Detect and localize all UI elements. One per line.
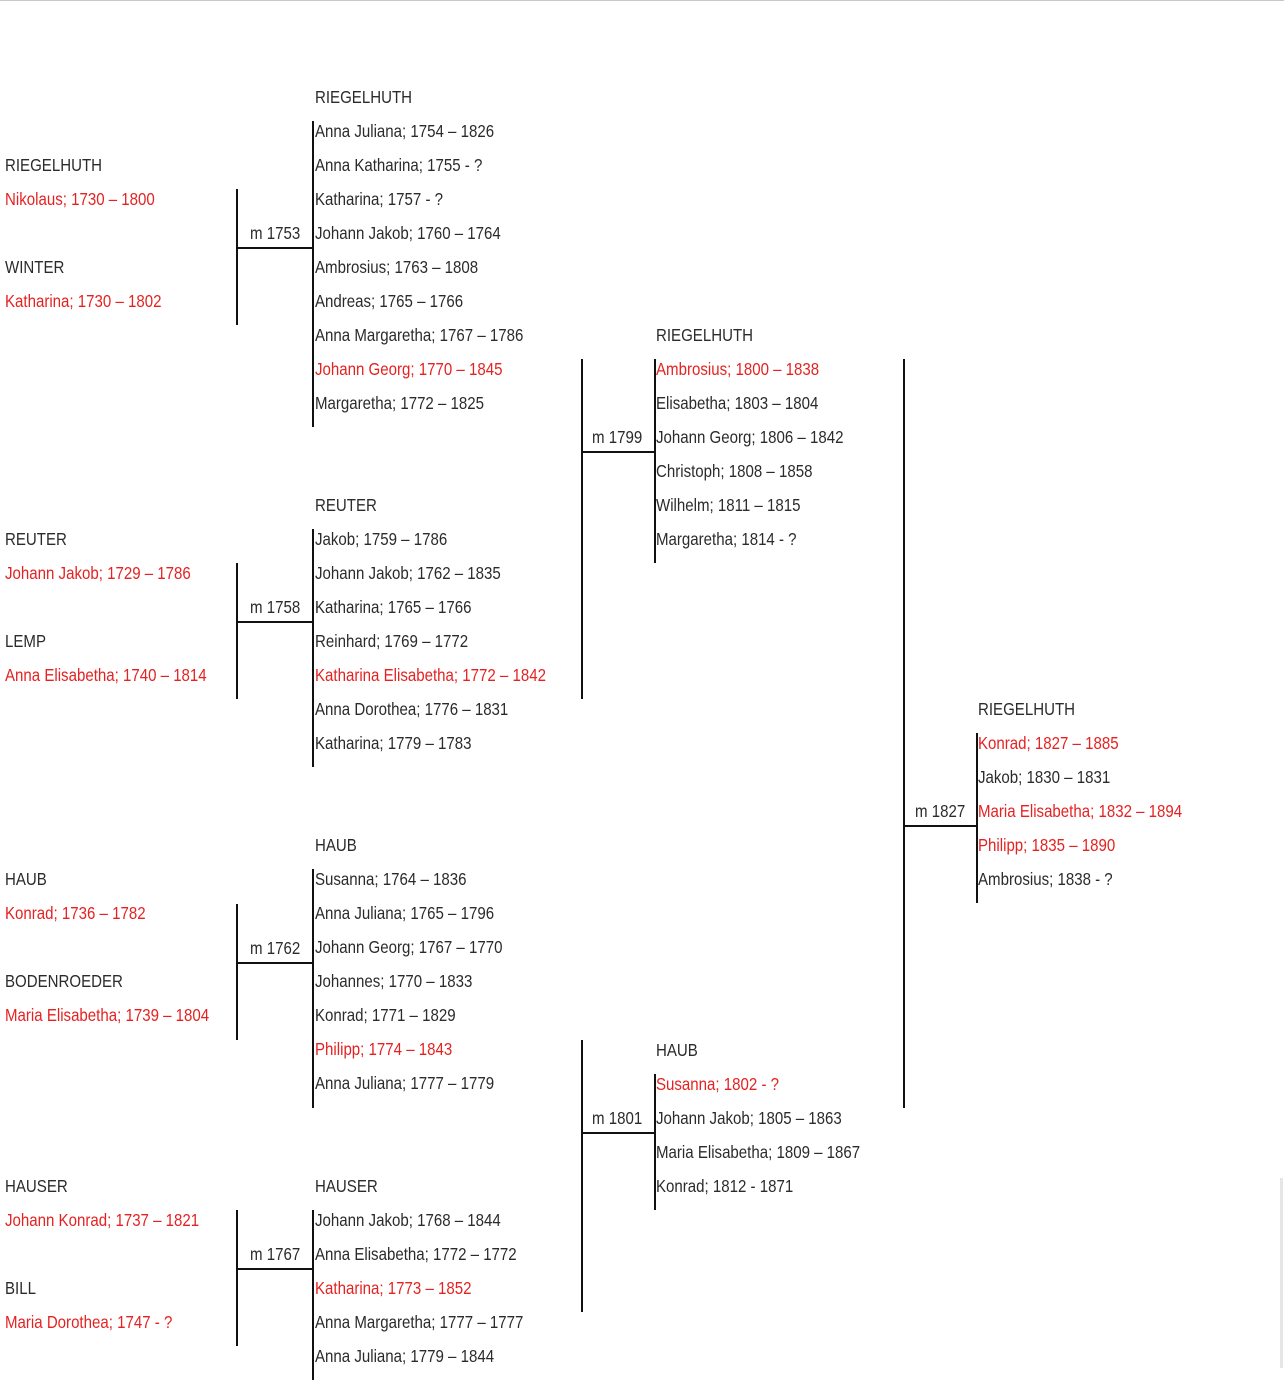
partner-surname: BODENROEDER xyxy=(5,971,123,991)
children-surname: RIEGELHUTH xyxy=(978,699,1076,719)
marriage-year-label: m 1767 xyxy=(250,1244,301,1264)
child-entry: Margaretha; 1772 – 1825 xyxy=(315,393,485,413)
child-entry: Jakob; 1830 – 1831 xyxy=(978,767,1111,787)
marriage-year-label: m 1799 xyxy=(592,427,643,447)
marriage-bracket-line xyxy=(236,563,238,699)
children-surname: HAUSER xyxy=(315,1176,378,1196)
child-entry: Elisabetha; 1803 – 1804 xyxy=(656,393,819,413)
children-surname: HAUB xyxy=(315,835,357,855)
children-bracket-line xyxy=(312,869,314,1108)
marriage-year-label: m 1753 xyxy=(250,223,301,243)
child-entry: Katharina; 1757 - ? xyxy=(315,189,444,209)
marriage-connector-line xyxy=(237,1268,313,1270)
child-entry: Anna Margaretha; 1777 – 1777 xyxy=(315,1312,524,1332)
children-surname: REUTER xyxy=(315,495,377,515)
child-entry: Katharina; 1779 – 1783 xyxy=(315,733,472,753)
marriage-bracket-line xyxy=(236,189,238,325)
child-entry: Anna Elisabetha; 1772 – 1772 xyxy=(315,1244,517,1264)
children-surname: RIEGELHUTH xyxy=(656,325,754,345)
child-entry: Anna Margaretha; 1767 – 1786 xyxy=(315,325,524,345)
child-entry: Konrad; 1827 – 1885 xyxy=(978,733,1119,753)
partner-name: Maria Elisabetha; 1739 – 1804 xyxy=(5,1005,210,1025)
marriage-year-label: m 1827 xyxy=(915,801,966,821)
marriage-bracket-line xyxy=(581,1040,583,1312)
children-surname: HAUB xyxy=(656,1040,698,1060)
marriage-year-label: m 1762 xyxy=(250,938,301,958)
partner-surname: LEMP xyxy=(5,631,46,651)
child-entry: Anna Juliana; 1777 – 1779 xyxy=(315,1073,495,1093)
children-bracket-line xyxy=(312,529,314,767)
child-entry: Anna Juliana; 1754 – 1826 xyxy=(315,121,495,141)
child-entry: Konrad; 1771 – 1829 xyxy=(315,1005,456,1025)
partner-surname: REUTER xyxy=(5,529,67,549)
marriage-connector-line xyxy=(237,962,313,964)
marriage-bracket-line xyxy=(581,359,583,699)
marriage-connector-line xyxy=(237,247,313,249)
children-bracket-line xyxy=(312,121,314,427)
child-entry: Philipp; 1774 – 1843 xyxy=(315,1039,453,1059)
top-border xyxy=(0,0,1284,1)
child-entry: Johann Georg; 1806 – 1842 xyxy=(656,427,844,447)
partner-name: Johann Konrad; 1737 – 1821 xyxy=(5,1210,200,1230)
child-entry: Anna Juliana; 1765 – 1796 xyxy=(315,903,495,923)
child-entry: Katharina Elisabetha; 1772 – 1842 xyxy=(315,665,546,685)
marriage-bracket-line xyxy=(903,359,905,1108)
marriage-connector-line xyxy=(237,621,313,623)
partner-name: Anna Elisabetha; 1740 – 1814 xyxy=(5,665,207,685)
partner-name: Johann Jakob; 1729 – 1786 xyxy=(5,563,191,583)
child-entry: Ambrosius; 1800 – 1838 xyxy=(656,359,820,379)
partner-name: Konrad; 1736 – 1782 xyxy=(5,903,146,923)
child-entry: Anna Katharina; 1755 - ? xyxy=(315,155,483,175)
children-bracket-line xyxy=(654,359,656,563)
child-entry: Konrad; 1812 - 1871 xyxy=(656,1176,794,1196)
partner-surname: WINTER xyxy=(5,257,65,277)
child-entry: Wilhelm; 1811 – 1815 xyxy=(656,495,801,515)
child-entry: Johann Jakob; 1805 – 1863 xyxy=(656,1108,842,1128)
marriage-year-label: m 1758 xyxy=(250,597,301,617)
marriage-bracket-line xyxy=(236,1210,238,1346)
child-entry: Ambrosius; 1763 – 1808 xyxy=(315,257,479,277)
child-entry: Maria Elisabetha; 1832 – 1894 xyxy=(978,801,1183,821)
marriage-connector-line xyxy=(904,825,977,827)
marriage-connector-line xyxy=(582,451,655,453)
child-entry: Katharina; 1765 – 1766 xyxy=(315,597,472,617)
partner-surname: HAUSER xyxy=(5,1176,68,1196)
child-entry: Johann Georg; 1767 – 1770 xyxy=(315,937,503,957)
child-entry: Johann Georg; 1770 – 1845 xyxy=(315,359,503,379)
partner-surname: BILL xyxy=(5,1278,36,1298)
partner-surname: HAUB xyxy=(5,869,47,889)
partner-name: Maria Dorothea; 1747 - ? xyxy=(5,1312,173,1332)
children-bracket-line xyxy=(654,1074,656,1210)
child-entry: Philipp; 1835 – 1890 xyxy=(978,835,1116,855)
child-entry: Ambrosius; 1838 - ? xyxy=(978,869,1113,889)
child-entry: Susanna; 1802 - ? xyxy=(656,1074,780,1094)
children-surname: RIEGELHUTH xyxy=(315,87,413,107)
child-entry: Christoph; 1808 – 1858 xyxy=(656,461,813,481)
children-bracket-line xyxy=(976,733,978,903)
child-entry: Anna Dorothea; 1776 – 1831 xyxy=(315,699,509,719)
child-entry: Jakob; 1759 – 1786 xyxy=(315,529,448,549)
marriage-bracket-line xyxy=(236,904,238,1040)
children-bracket-line xyxy=(312,1210,314,1380)
child-entry: Katharina; 1773 – 1852 xyxy=(315,1278,472,1298)
marriage-year-label: m 1801 xyxy=(592,1108,643,1128)
marriage-connector-line xyxy=(582,1132,655,1134)
child-entry: Reinhard; 1769 – 1772 xyxy=(315,631,469,651)
child-entry: Johann Jakob; 1768 – 1844 xyxy=(315,1210,501,1230)
child-entry: Johann Jakob; 1760 – 1764 xyxy=(315,223,501,243)
scrollbar-track[interactable] xyxy=(1280,1178,1283,1368)
partner-name: Katharina; 1730 – 1802 xyxy=(5,291,162,311)
partner-surname: RIEGELHUTH xyxy=(5,155,103,175)
child-entry: Johann Jakob; 1762 – 1835 xyxy=(315,563,501,583)
child-entry: Anna Juliana; 1779 – 1844 xyxy=(315,1346,495,1366)
child-entry: Susanna; 1764 – 1836 xyxy=(315,869,467,889)
child-entry: Johannes; 1770 – 1833 xyxy=(315,971,473,991)
child-entry: Margaretha; 1814 - ? xyxy=(656,529,797,549)
child-entry: Andreas; 1765 – 1766 xyxy=(315,291,464,311)
partner-name: Nikolaus; 1730 – 1800 xyxy=(5,189,155,209)
child-entry: Maria Elisabetha; 1809 – 1867 xyxy=(656,1142,861,1162)
